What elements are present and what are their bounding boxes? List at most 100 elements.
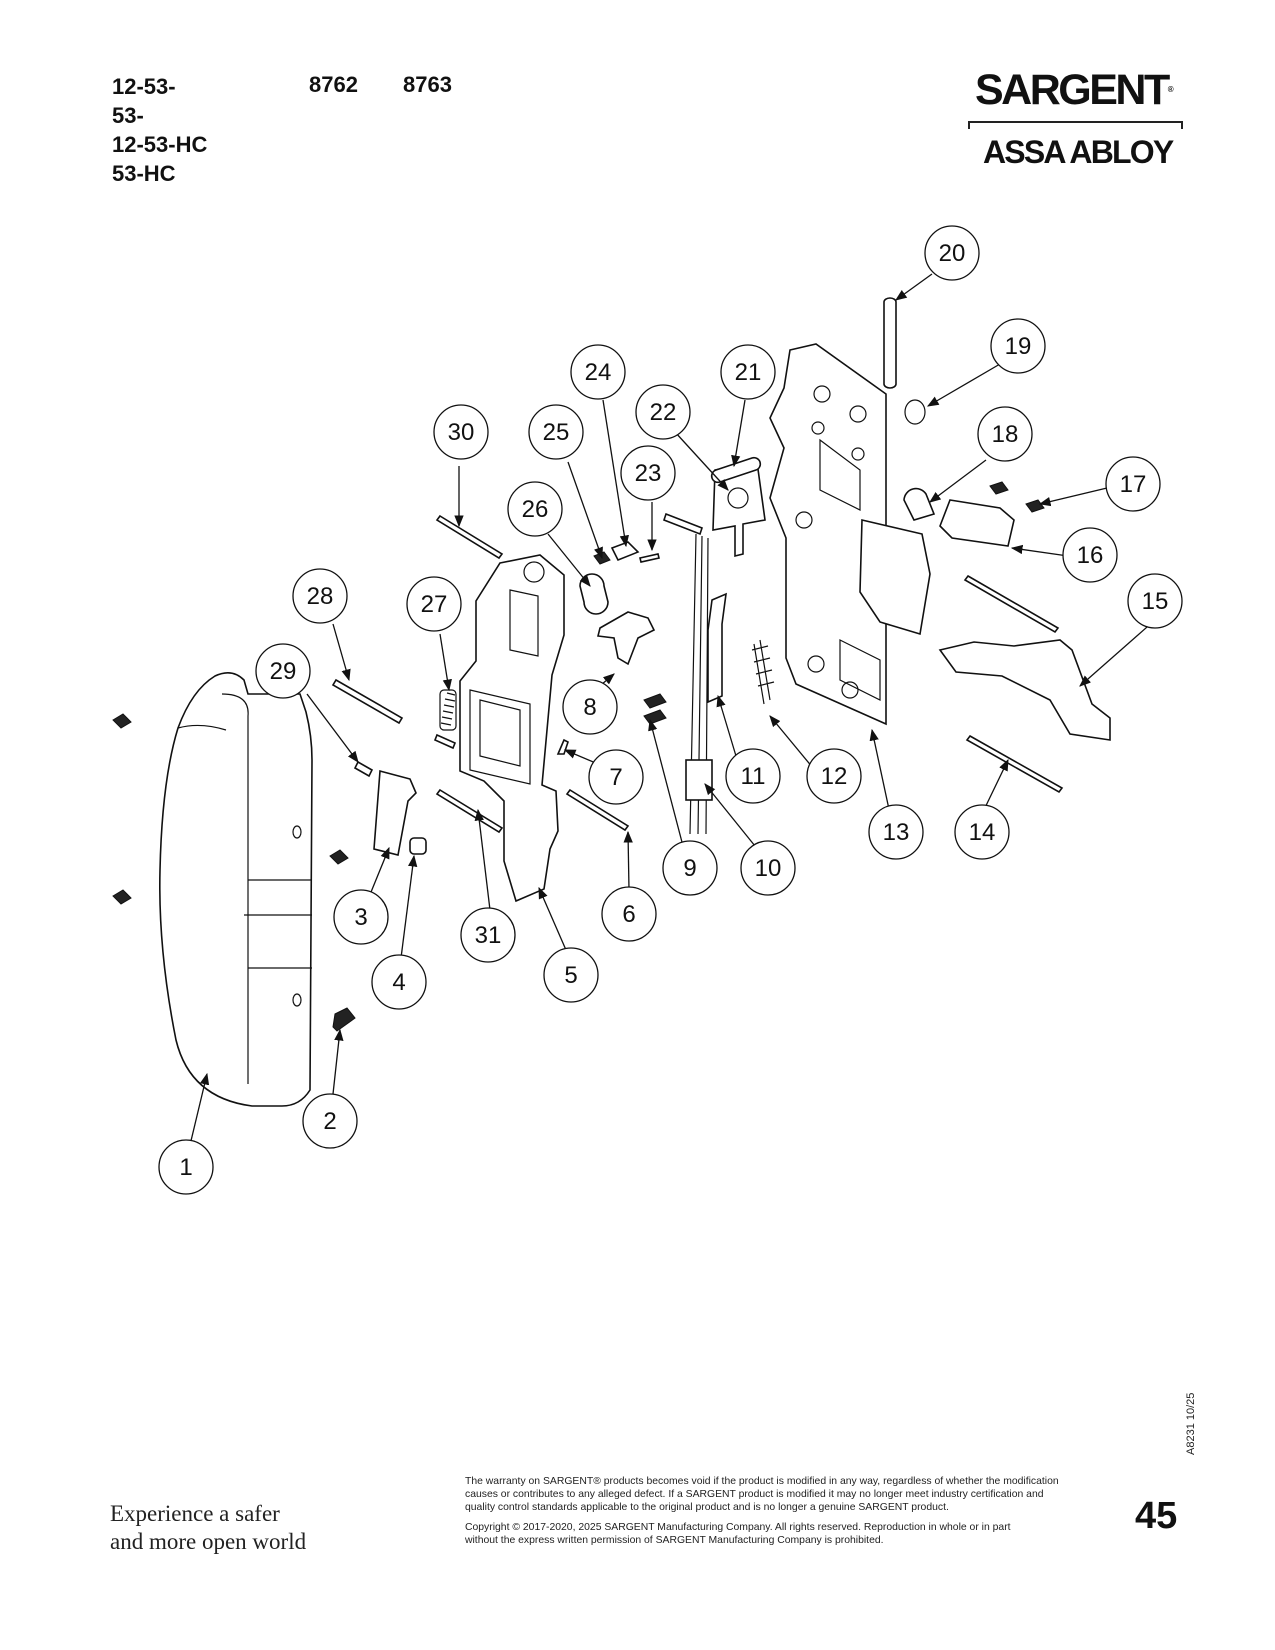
svg-text:28: 28 [307,583,334,610]
callout-21: 21 [720,344,776,400]
document-id: A8231 10/25 [1185,1392,1197,1455]
callout-10: 10 [740,840,796,896]
svg-text:1: 1 [179,1154,192,1181]
part-6-pin [565,788,630,832]
model-list: 12-53- 53- 12-53-HC 53-HC [112,72,207,188]
pin-near-27 [433,733,457,750]
sargent-logo: SARGENT® [975,66,1174,114]
callout-30: 30 [433,404,489,460]
brand-logo: SARGENT® ASSA ABLOY [968,66,1190,170]
part-number-8763: 8763 [403,72,452,97]
part-number-8762: 8762 [309,72,358,97]
callout-25: 25 [528,404,584,460]
callout-4: 4 [371,954,427,1010]
svg-text:21: 21 [735,359,762,386]
callout-28: 28 [292,568,348,624]
svg-text:16: 16 [1077,542,1104,569]
part-24-spring [610,541,640,562]
callout-31: 31 [460,907,516,963]
pin-near-16 [963,574,1060,634]
part-14-pin [965,734,1064,794]
part-5-chassis [459,554,565,903]
part-26-bushing [579,573,609,615]
leader-lines [189,273,1156,1146]
callout-7: 7 [588,749,644,805]
callout-22: 22 [635,384,691,440]
svg-text:9: 9 [683,855,696,882]
model-53-hc: 53-HC [112,161,176,186]
svg-text:2: 2 [323,1108,336,1135]
callout-3: 3 [333,889,389,945]
svg-text:22: 22 [650,399,677,426]
callout-23: 23 [620,445,676,501]
part-21-roller [710,456,762,484]
callout-19: 19 [990,318,1046,374]
callout-27: 27 [406,576,462,632]
svg-text:3: 3 [354,904,367,931]
part-27-spring [439,689,457,731]
cover-screws [112,713,132,905]
callout-1: 1 [158,1139,214,1195]
callout-13: 13 [868,804,924,860]
part-3-bracket [373,769,417,856]
callout-8: 8 [562,679,618,735]
callout-24: 24 [570,344,626,400]
part-4-bushing [409,837,427,855]
svg-text:18: 18 [992,421,1019,448]
callout-2: 2 [302,1093,358,1149]
svg-text:6: 6 [622,901,635,928]
svg-text:10: 10 [755,855,782,882]
part-16-block [939,499,1015,547]
callout-16: 16 [1062,527,1118,583]
part-31-pin [435,788,504,834]
warranty-notice: The warranty on SARGENT® products become… [465,1476,1059,1513]
part-9-screws [643,693,667,725]
part-20-pin [883,297,897,389]
part-28-pin [331,678,404,725]
callout-17: 17 [1105,456,1161,512]
svg-text:7: 7 [609,764,622,791]
svg-text:5: 5 [564,962,577,989]
svg-text:13: 13 [883,819,910,846]
svg-text:17: 17 [1120,471,1147,498]
callout-20: 20 [924,225,980,281]
part-12-spring [751,639,775,705]
part-10-wire-harness [663,512,713,835]
callout-26: 26 [507,481,563,537]
part-15-lever [938,639,1111,741]
svg-text:23: 23 [635,460,662,487]
svg-text:14: 14 [969,819,996,846]
small-screw [329,849,349,865]
part-8-lever [597,611,656,666]
tagline: Experience a safer and more open world [110,1501,307,1554]
part-19-retaining-ring [904,399,926,425]
part-1-cover [159,672,313,1107]
callout-29: 29 [255,643,311,699]
model-12-53-hc: 12-53-HC [112,132,208,157]
callout-15: 15 [1127,573,1183,629]
part-7-clip [556,738,569,755]
callout-5: 5 [543,947,599,1003]
svg-text:30: 30 [448,419,475,446]
callout-9: 9 [662,840,718,896]
callout-12: 12 [806,748,862,804]
svg-text:20: 20 [939,240,966,267]
svg-text:4: 4 [392,969,405,996]
part-29-pin [353,760,374,778]
slider-assembly [859,518,931,636]
callout-6: 6 [601,886,657,942]
svg-text:24: 24 [585,359,612,386]
svg-text:19: 19 [1005,333,1032,360]
page-number: 45 [1135,1495,1178,1537]
callout-18: 18 [977,406,1033,462]
svg-text:15: 15 [1142,588,1169,615]
svg-text:31: 31 [475,922,502,949]
plate-hole [727,487,749,509]
part-11-blocker [707,592,727,704]
svg-text:26: 26 [522,496,549,523]
svg-text:8: 8 [583,694,596,721]
part-23-screw [639,553,660,563]
copyright-notice: Copyright © 2017-2020, 2025 SARGENT Manu… [465,1522,1011,1546]
svg-text:27: 27 [421,591,448,618]
